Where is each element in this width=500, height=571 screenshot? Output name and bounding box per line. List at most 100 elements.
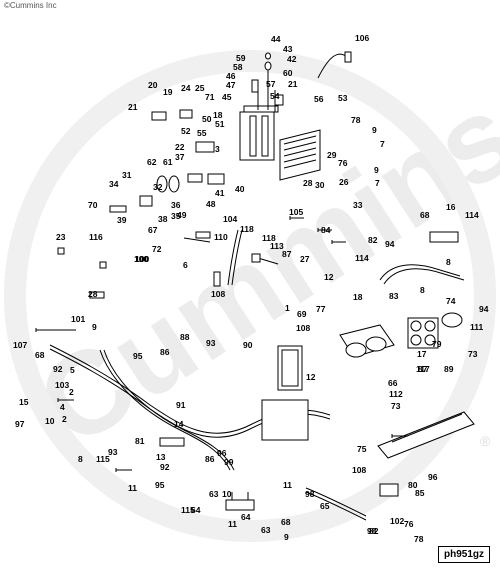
callout-label: 62 [147, 157, 157, 167]
callout-label: 39 [117, 215, 127, 225]
callout-label: 95 [155, 480, 165, 490]
callout-label: 89 [444, 364, 454, 374]
callout-label: 52 [181, 126, 191, 136]
callout-label: 15 [19, 397, 29, 407]
callout-label: 44 [271, 34, 281, 44]
callout-label: 91 [176, 400, 186, 410]
callout-label: 112 [389, 389, 403, 399]
callout-label: 102 [390, 516, 404, 526]
callout-label: 93 [108, 447, 118, 457]
valve-block [239, 111, 275, 161]
callout-label: 97 [15, 419, 25, 429]
callout-label: 74 [446, 296, 456, 306]
callout-label: 9 [372, 125, 377, 135]
callout-label: 94 [479, 304, 489, 314]
callout-label: 82 [368, 235, 378, 245]
callout-label: 118 [262, 233, 276, 243]
callout-label: 31 [122, 170, 132, 180]
callout-label: 111 [470, 322, 484, 332]
callout-label: 107 [13, 340, 27, 350]
callout-label: 30 [315, 180, 325, 190]
callout-label: 79 [432, 339, 442, 349]
callout-label: 66 [388, 378, 398, 388]
callout-label: 34 [109, 179, 119, 189]
callout-label: 95 [133, 351, 143, 361]
callout-label: 78 [351, 115, 361, 125]
callout-label: 61 [163, 157, 173, 167]
callout-label: 10 [222, 489, 232, 499]
callout-label: 22 [175, 142, 185, 152]
callout-label: 18 [353, 292, 363, 302]
callout-label: 25 [195, 83, 205, 93]
callout-label: 69 [297, 309, 307, 319]
callout-label: 12 [306, 372, 316, 382]
copyright-notice: ©Cummins Inc [4, 1, 57, 10]
callout-label: 86 [160, 347, 170, 357]
callout-label: 98 [305, 489, 315, 499]
callout-label: 73 [391, 401, 401, 411]
callout-label: 47 [226, 80, 236, 90]
callout-label: 16 [446, 202, 456, 212]
callout-label: 29 [327, 150, 337, 160]
callout-label: 115 [96, 454, 110, 464]
callout-label: 7 [375, 178, 380, 188]
callout-label: 59 [236, 53, 246, 63]
callout-label: 76 [338, 158, 348, 168]
callout-label: 84 [321, 225, 331, 235]
callout-label: 8 [446, 257, 451, 267]
callout-label: 54 [270, 91, 280, 101]
callout-label: 101 [71, 314, 85, 324]
callout-label: 63 [261, 525, 271, 535]
callout-label: 93 [206, 338, 216, 348]
callout-label: 100 [134, 254, 148, 264]
callout-label: 88 [180, 332, 190, 342]
callout-label: 11 [128, 483, 137, 493]
callout-label: 13 [156, 452, 166, 462]
parts-drawing [35, 51, 475, 521]
callout-label: 106 [355, 33, 369, 43]
callout-label: 48 [206, 199, 216, 209]
callout-label: 105 [289, 207, 303, 217]
callout-label: 108 [211, 289, 225, 299]
callout-label: 28 [303, 178, 313, 188]
callout-label: 75 [357, 444, 367, 454]
callout-label: 12 [324, 272, 334, 282]
callout-label: 24 [181, 83, 191, 93]
callout-label: 68 [35, 350, 45, 360]
callout-label: 36 [171, 200, 181, 210]
callout-label: 9 [374, 165, 379, 175]
callout-label: 55 [197, 128, 207, 138]
callout-label: 80 [408, 480, 418, 490]
callout-label: 96 [428, 472, 438, 482]
callout-label: 6 [183, 260, 188, 270]
callout-label: 40 [235, 184, 245, 194]
callout-label: 8 [420, 285, 425, 295]
callout-label: 5 [70, 365, 75, 375]
callout-label: 108 [296, 323, 310, 333]
callout-label: 3 [215, 144, 220, 154]
callout-label: 8 [78, 454, 83, 464]
callout-label: 67 [148, 225, 158, 235]
callout-label: 58 [233, 62, 243, 72]
callout-label: 17 [417, 349, 427, 359]
callout-label: 64 [191, 505, 201, 515]
callout-label: 41 [215, 188, 225, 198]
callout-label: 49 [177, 210, 187, 220]
callout-label: 14 [174, 419, 184, 429]
watermark-ring [4, 50, 496, 542]
callout-label: 99 [224, 457, 234, 467]
reference-code: ph951gz [437, 546, 490, 563]
callout-label: 2 [69, 387, 74, 397]
callout-label: 98 [367, 526, 377, 536]
callout-label: 9 [284, 532, 289, 542]
callout-label: 85 [415, 488, 425, 498]
callout-label: 104 [223, 214, 237, 224]
callout-label: 33 [353, 200, 363, 210]
callout-label: 87 [418, 364, 428, 374]
callout-label: 103 [55, 380, 69, 390]
callout-label: 68 [281, 517, 291, 527]
callout-label: 11 [283, 480, 292, 490]
callout-label: 11 [228, 519, 237, 529]
